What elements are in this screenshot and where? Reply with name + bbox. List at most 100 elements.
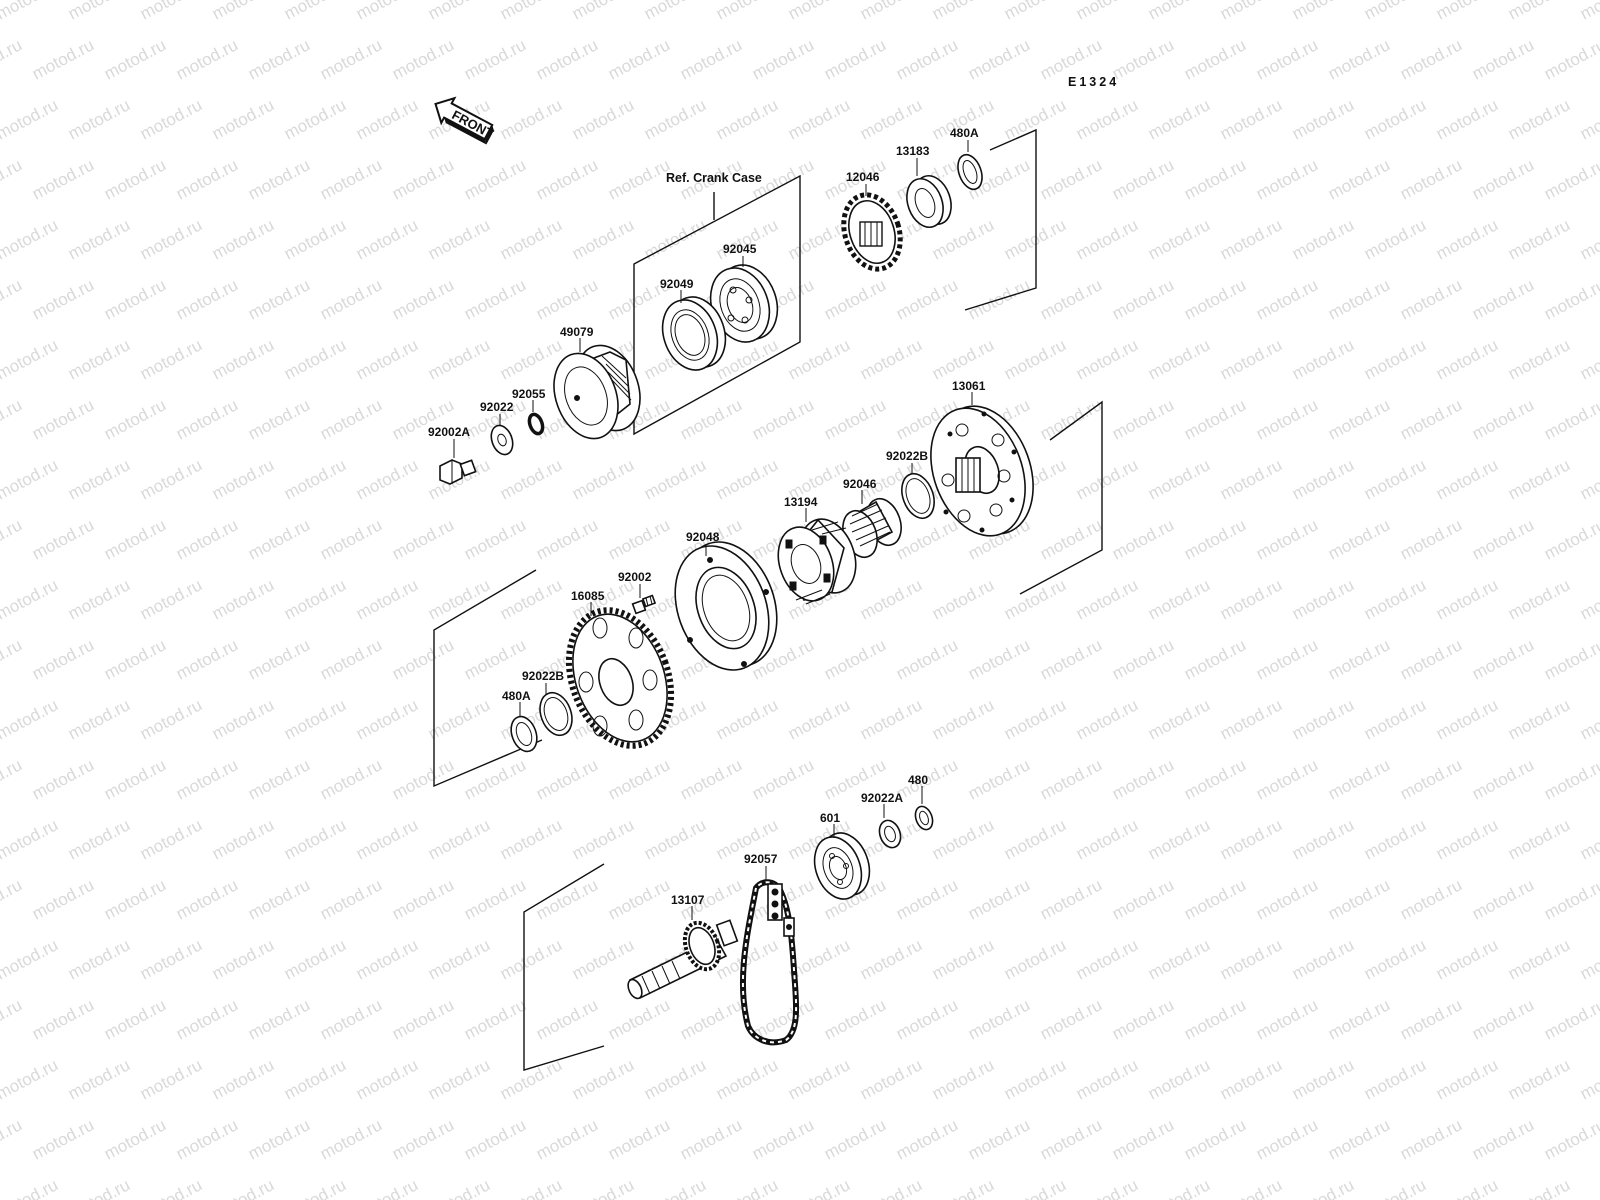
watermark-text: motod.ru xyxy=(281,1175,349,1200)
watermark-text: motod.ru xyxy=(569,935,637,983)
watermark-text: motod.ru xyxy=(1433,455,1501,503)
watermark-text: motod.ru xyxy=(1469,155,1537,203)
watermark-text: motod.ru xyxy=(641,0,709,24)
watermark-text: motod.ru xyxy=(1325,1115,1393,1163)
watermark-text: motod.ru xyxy=(29,875,97,923)
watermark-text: motod.ru xyxy=(173,395,241,443)
watermark-text: motod.ru xyxy=(1253,155,1321,203)
watermark-text: motod.ru xyxy=(1325,35,1393,83)
watermark-text: motod.ru xyxy=(1541,395,1600,443)
watermark-text: motod.ru xyxy=(1253,275,1321,323)
watermark-text: motod.ru xyxy=(425,815,493,863)
watermark-text: motod.ru xyxy=(1577,95,1600,143)
watermark-text: motod.ru xyxy=(641,455,709,503)
watermark-text: motod.ru xyxy=(0,695,61,743)
watermark-text: motod.ru xyxy=(1289,1175,1357,1200)
watermark-text: motod.ru xyxy=(1325,155,1393,203)
watermark-text: motod.ru xyxy=(209,575,277,623)
watermark-text: motod.ru xyxy=(1505,215,1573,263)
label-92002A: 92002A xyxy=(428,425,470,439)
watermark-text: motod.ru xyxy=(245,875,313,923)
watermark-text: motod.ru xyxy=(749,755,817,803)
watermark-text: motod.ru xyxy=(893,1115,961,1163)
watermark-text: motod.ru xyxy=(641,815,709,863)
watermark-text: motod.ru xyxy=(245,35,313,83)
washer-92022A xyxy=(878,819,902,849)
watermark-text: motod.ru xyxy=(173,995,241,1043)
watermark-text: motod.ru xyxy=(1145,95,1213,143)
watermark-text: motod.ru xyxy=(317,635,385,683)
watermark-text: motod.ru xyxy=(1073,935,1141,983)
watermark-text: motod.ru xyxy=(821,395,889,443)
watermark-text: motod.ru xyxy=(929,695,997,743)
watermark-text: motod.ru xyxy=(137,0,205,24)
watermark-text: motod.ru xyxy=(1037,155,1105,203)
watermark-text: motod.ru xyxy=(605,755,673,803)
watermark-text: motod.ru xyxy=(1001,815,1069,863)
watermark-text: motod.ru xyxy=(353,455,421,503)
watermark-text: motod.ru xyxy=(965,755,1033,803)
watermark-text: motod.ru xyxy=(425,935,493,983)
watermark-text: motod.ru xyxy=(605,875,673,923)
watermark-text: motod.ru xyxy=(1433,0,1501,24)
label-16085: 16085 xyxy=(571,589,605,603)
watermark-text: motod.ru xyxy=(1325,995,1393,1043)
watermark-text: motod.ru xyxy=(137,1055,205,1103)
watermark-text: motod.ru xyxy=(533,35,601,83)
washer-92022B-low xyxy=(539,691,573,737)
watermark-text: motod.ru xyxy=(1289,815,1357,863)
label-92055: 92055 xyxy=(512,387,546,401)
watermark-text: motod.ru xyxy=(353,815,421,863)
watermark-text: motod.ru xyxy=(785,95,853,143)
watermark-text: motod.ru xyxy=(137,455,205,503)
label-480: 480 xyxy=(908,773,928,787)
watermark-text: motod.ru xyxy=(1325,635,1393,683)
watermark-text: motod.ru xyxy=(1361,575,1429,623)
watermark-text: motod.ru xyxy=(1001,1055,1069,1103)
bolt-92002A xyxy=(439,459,477,485)
watermark-text: motod.ru xyxy=(173,875,241,923)
label-92022: 92022 xyxy=(480,400,514,414)
watermark-text: motod.ru xyxy=(353,335,421,383)
oil-seal-92049 xyxy=(661,296,727,371)
watermark-text: motod.ru xyxy=(29,275,97,323)
watermark-text: motod.ru xyxy=(1397,995,1465,1043)
watermark-text: motod.ru xyxy=(29,1115,97,1163)
watermark-text: motod.ru xyxy=(0,1055,61,1103)
watermark-text: motod.ru xyxy=(893,635,961,683)
watermark-text: motod.ru xyxy=(461,635,529,683)
watermark-text: motod.ru xyxy=(1505,695,1573,743)
watermark-text: motod.ru xyxy=(1217,95,1285,143)
watermark-text: motod.ru xyxy=(1289,95,1357,143)
watermark-text: motod.ru xyxy=(857,1175,925,1200)
watermark-text: motod.ru xyxy=(1253,635,1321,683)
gear-16085 xyxy=(565,607,675,749)
watermark-text: motod.ru xyxy=(533,875,601,923)
watermark-text: motod.ru xyxy=(317,1115,385,1163)
watermark-text: motod.ru xyxy=(677,995,745,1043)
watermark-text: motod.ru xyxy=(713,95,781,143)
watermark-text: motod.ru xyxy=(461,1115,529,1163)
watermark-text: motod.ru xyxy=(389,755,457,803)
watermark-text: motod.ru xyxy=(929,1055,997,1103)
watermark-text: motod.ru xyxy=(137,695,205,743)
label-49079: 49079 xyxy=(560,325,594,339)
watermark-text: motod.ru xyxy=(1037,755,1105,803)
watermark-text: motod.ru xyxy=(857,95,925,143)
watermark-text: motod.ru xyxy=(353,0,421,24)
label-13183: 13183 xyxy=(896,144,930,158)
watermark-text: motod.ru xyxy=(821,35,889,83)
watermark-text: motod.ru xyxy=(1181,635,1249,683)
watermark-text: motod.ru xyxy=(1253,515,1321,563)
watermark-text: motod.ru xyxy=(461,995,529,1043)
watermark-text: motod.ru xyxy=(353,1055,421,1103)
watermark-text: motod.ru xyxy=(0,1115,25,1163)
watermark-text: motod.ru xyxy=(101,275,169,323)
watermark-text: motod.ru xyxy=(29,395,97,443)
watermark-text: motod.ru xyxy=(29,155,97,203)
watermark-text: motod.ru xyxy=(317,755,385,803)
frame-top-right xyxy=(964,128,1037,311)
watermark-text: motod.ru xyxy=(461,35,529,83)
frame-bottom-left xyxy=(523,863,605,1071)
